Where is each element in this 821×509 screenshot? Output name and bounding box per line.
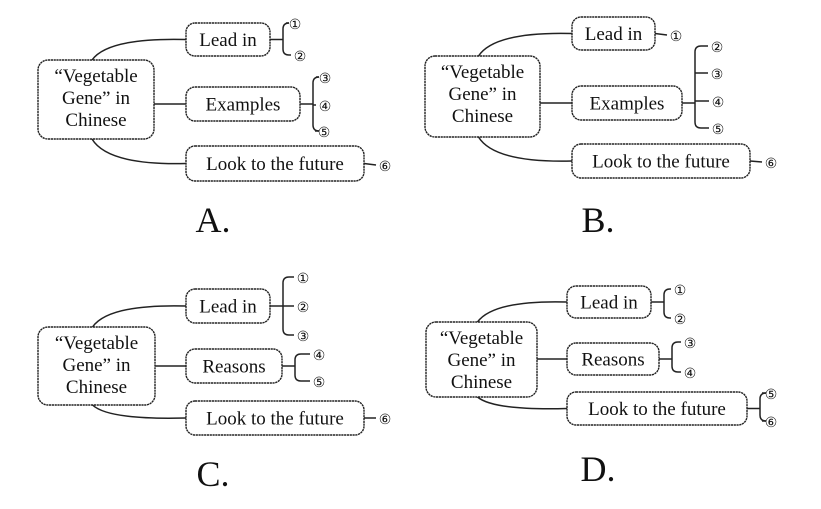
option-letter: B. — [581, 200, 614, 240]
numbered-item-marker: ③ — [319, 72, 332, 87]
central-topic-line: “Vegetable — [440, 328, 523, 349]
branch-label: Look to the future — [592, 152, 730, 173]
branch-node: Reasons ④ ⑤ — [185, 348, 326, 391]
branch-node: Look to the future ⑤ ⑥ — [566, 388, 778, 431]
numbered-item-marker: ⑤ — [712, 123, 725, 138]
bracket-line — [294, 353, 302, 382]
branch-label: Examples — [206, 95, 281, 116]
connector-line — [91, 305, 187, 328]
branch-node: Look to the future ⑥ — [185, 145, 392, 182]
branch-label: Lead in — [580, 293, 638, 314]
branch-node: Look to the future ⑥ — [571, 143, 778, 179]
central-topic-line: Gene” in — [62, 88, 131, 109]
central-topic-frame — [37, 59, 155, 140]
numbered-item-marker: ③ — [711, 68, 724, 83]
central-topic-line: Chinese — [66, 377, 127, 398]
numbered-item-marker: ① — [670, 30, 683, 45]
option-letter: D. — [581, 449, 616, 489]
central-topic-line: Gene” in — [448, 84, 517, 105]
option-letter: A. — [196, 200, 231, 240]
central-topic-line: “Vegetable — [441, 62, 524, 83]
branch-label: Look to the future — [588, 399, 726, 420]
option-letter: C. — [196, 454, 229, 494]
branch-label: Look to the future — [206, 409, 344, 430]
branch-node: Lead in ① — [571, 16, 683, 51]
branch-label: Reasons — [581, 350, 644, 371]
central-topic-line: Chinese — [65, 110, 126, 131]
numbered-item-marker: ① — [289, 18, 302, 33]
branch-frame — [571, 16, 656, 51]
numbered-item-marker: ④ — [684, 367, 697, 382]
branch-label: Lead in — [199, 30, 257, 51]
branch-node: Lead in ① ② ③ — [185, 272, 310, 345]
connector-line — [477, 396, 568, 410]
central-topic-frame — [37, 326, 156, 406]
branch-frame — [566, 342, 660, 376]
numbered-item-marker: ③ — [297, 330, 310, 345]
numbered-item-marker: ④ — [712, 96, 725, 111]
numbered-item-marker: ⑥ — [765, 416, 778, 431]
central-topic-line: Gene” in — [62, 355, 131, 376]
connector-line — [477, 32, 573, 57]
numbered-item-marker: ④ — [319, 100, 332, 115]
bracket-line — [363, 162, 377, 166]
branch-node: Reasons ③ ④ — [566, 337, 697, 382]
bracket-line — [694, 45, 702, 129]
bracket-line — [282, 22, 290, 56]
bracket-line — [749, 160, 763, 163]
bracket-line — [663, 288, 671, 319]
numbered-item-marker: ⑥ — [379, 413, 392, 428]
branch-label: Examples — [590, 94, 665, 115]
branch-node: Examples ② ③ ④ ⑤ — [571, 41, 725, 138]
numbered-item-marker: ⑤ — [318, 126, 331, 141]
branch-label: Lead in — [199, 297, 257, 318]
numbered-item-marker: ④ — [313, 349, 326, 364]
bracket-line — [654, 32, 668, 36]
numbered-item-marker: ② — [297, 301, 310, 316]
branch-node: Lead in ① ② — [185, 18, 307, 65]
numbered-item-marker: ② — [711, 41, 724, 56]
numbered-item-marker: ③ — [684, 337, 697, 352]
central-topic-line: Chinese — [451, 372, 512, 393]
numbered-item-marker: ② — [294, 50, 307, 65]
bracket-line — [671, 341, 679, 373]
branch-node: Examples ③ ④ ⑤ — [185, 72, 332, 141]
central-topic-line: “Vegetable — [55, 333, 138, 354]
connector-line — [477, 136, 573, 162]
connector-line — [91, 138, 187, 165]
numbered-item-marker: ① — [674, 284, 687, 299]
central-topic-line: Chinese — [452, 106, 513, 127]
branch-label: Lead in — [585, 24, 643, 45]
numbered-item-marker: ① — [297, 272, 310, 287]
central-topic-line: “Vegetable — [54, 66, 137, 87]
central-topic-frame — [424, 55, 541, 138]
connector-line — [91, 38, 187, 61]
branch-node: Lead in ① ② — [566, 284, 687, 328]
branch-label: Reasons — [202, 357, 265, 378]
numbered-item-marker: ② — [674, 313, 687, 328]
branch-label: Look to the future — [206, 154, 344, 175]
connector-line — [476, 301, 568, 323]
numbered-item-marker: ⑥ — [379, 160, 392, 175]
connector-line — [91, 404, 187, 419]
central-topic-line: Gene” in — [447, 350, 516, 371]
numbered-item-marker: ⑤ — [313, 376, 326, 391]
numbered-item-marker: ⑤ — [765, 388, 778, 403]
numbered-item-marker: ⑥ — [765, 157, 778, 172]
central-topic-frame — [425, 321, 538, 398]
branch-node: Look to the future ⑥ — [185, 400, 392, 436]
